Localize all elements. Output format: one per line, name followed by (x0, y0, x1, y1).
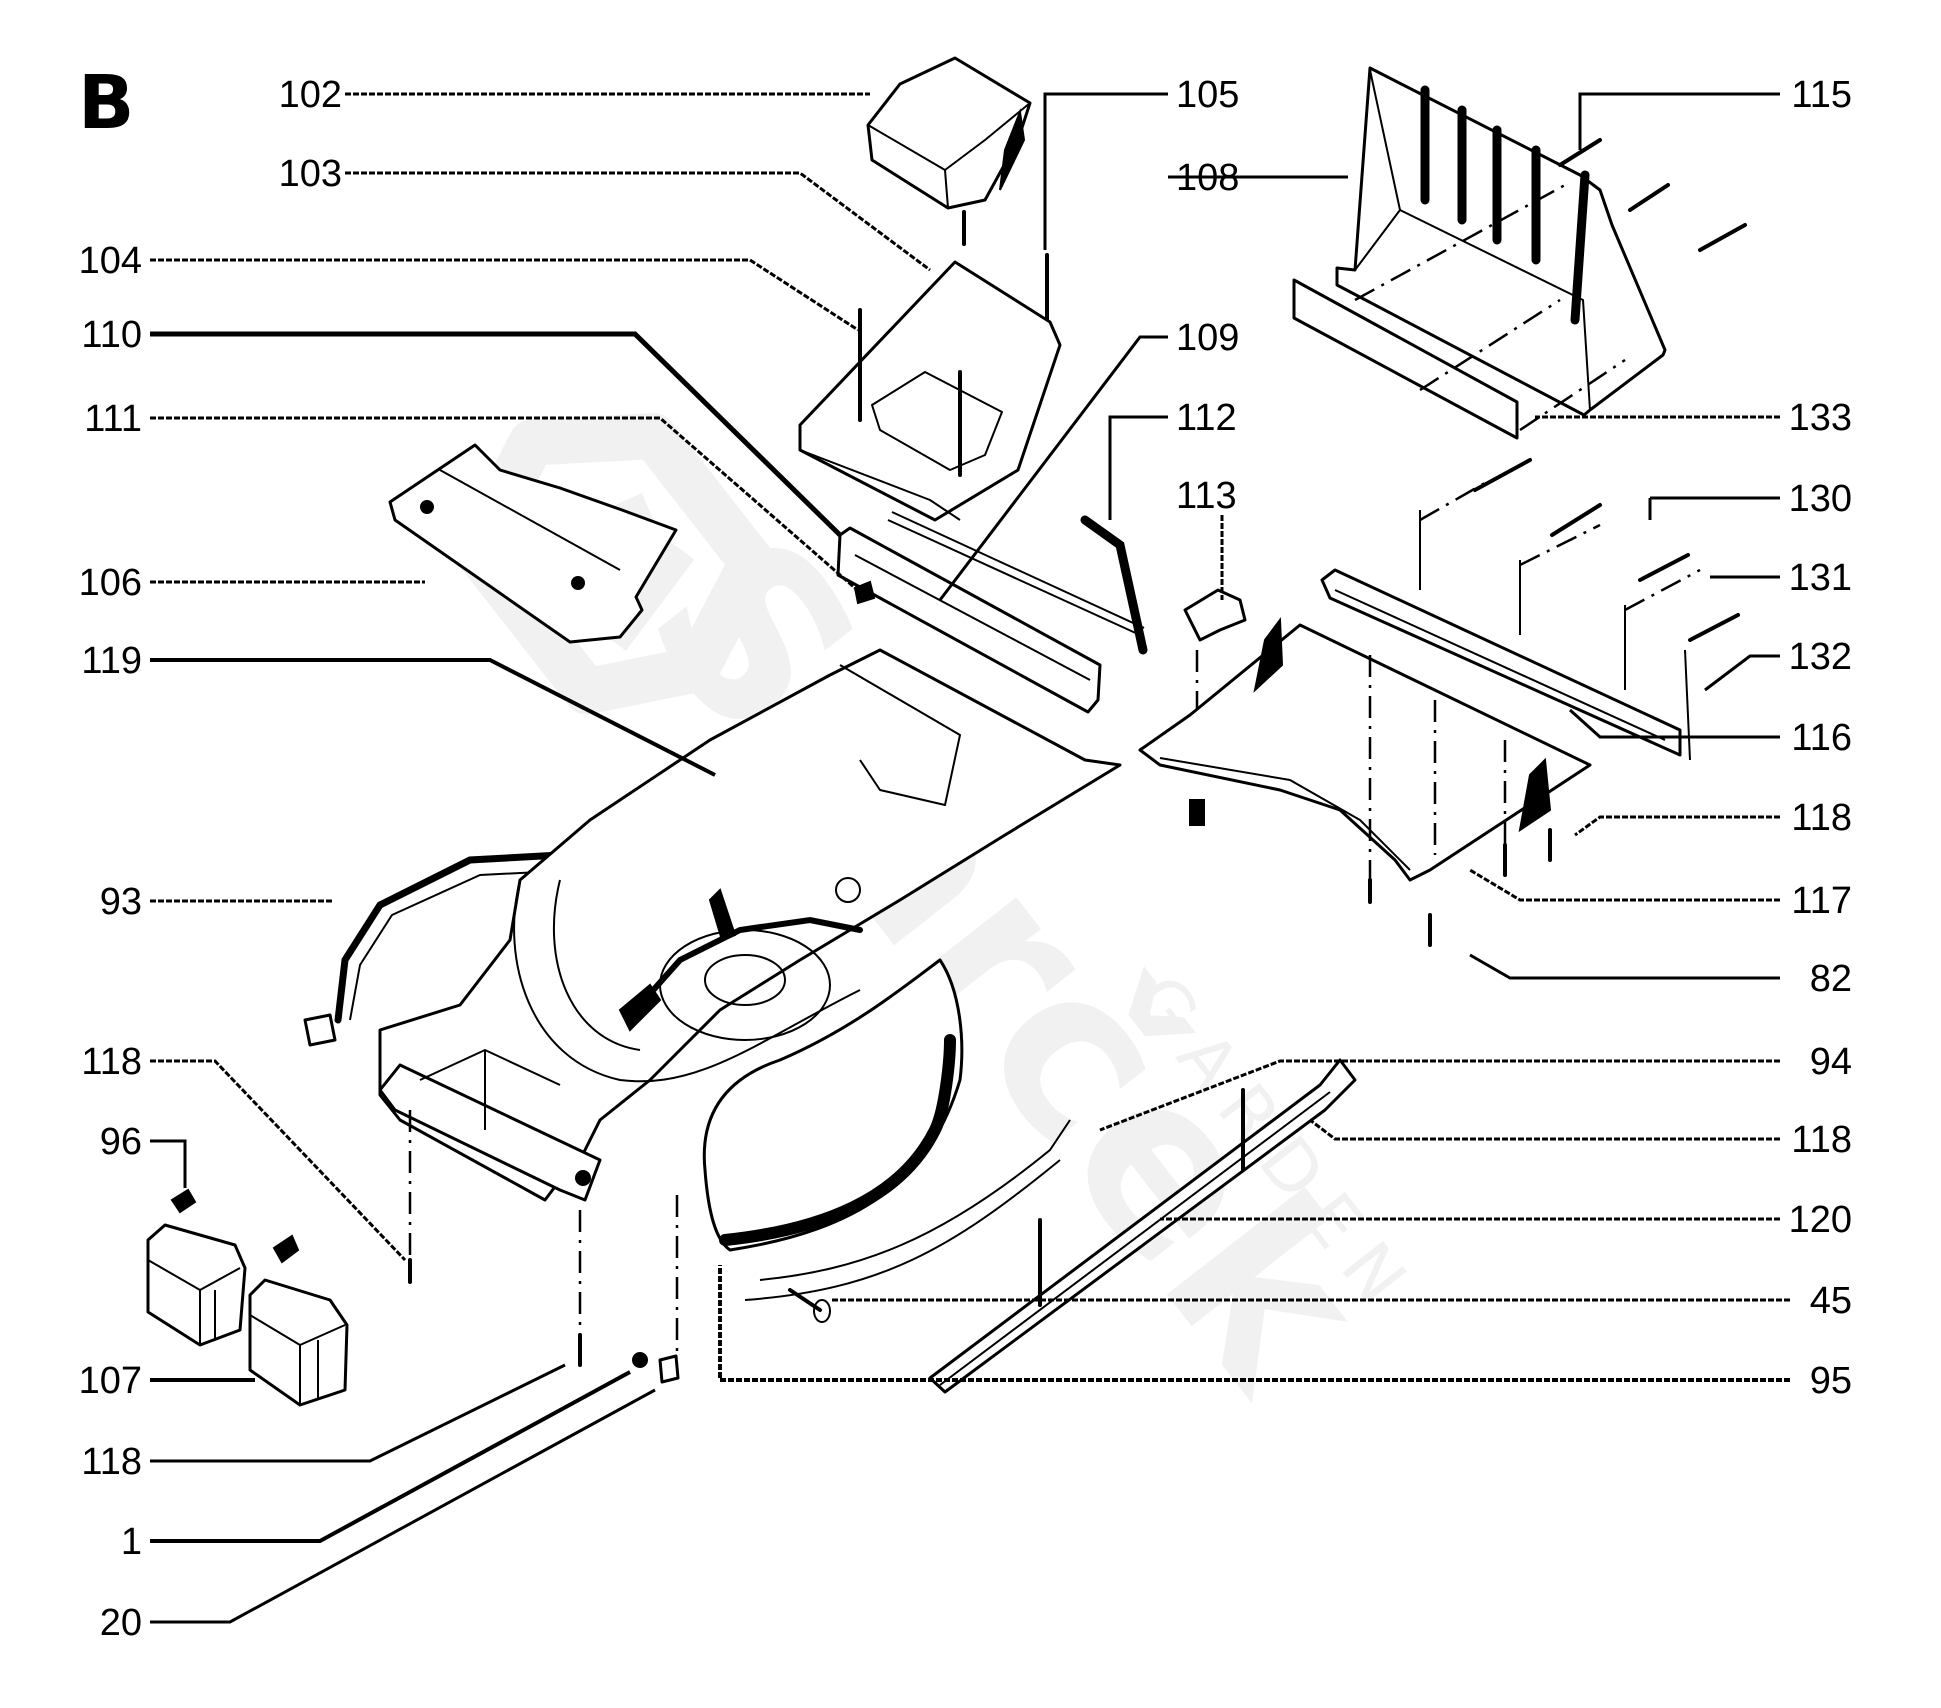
part-108-catcher[interactable] (1292, 66, 1747, 440)
callout-label: 107 (79, 1360, 142, 1402)
callout-label: 1 (121, 1521, 142, 1563)
callouts-left: 102 103 104 110 111 106 119 93 118 96 10… (79, 74, 342, 1644)
callouts-right: 115 133 130 131 132 116 118 117 82 94 11… (1789, 74, 1852, 1402)
callout-label: 45 (1810, 1280, 1852, 1322)
callout-label: 105 (1176, 74, 1239, 116)
callout-label: 110 (81, 314, 142, 356)
callout-label: 117 (1791, 880, 1852, 922)
callout-label: 116 (1791, 717, 1852, 759)
callout-label: 132 (1789, 636, 1852, 678)
callout-label: 93 (100, 881, 142, 923)
callout-label: 119 (81, 640, 142, 682)
leader-lines (150, 92, 1790, 1624)
part-120-blade[interactable] (928, 1058, 1357, 1394)
callout-label: 20 (100, 1602, 142, 1644)
screw-icon (1558, 138, 1747, 252)
callout-label: 112 (1176, 397, 1237, 439)
screw-icon (1473, 458, 1740, 642)
part-1-washer[interactable] (632, 1352, 648, 1368)
callout-label: 108 (1176, 157, 1239, 199)
part-107-wheel-caps[interactable] (146, 1223, 349, 1407)
part-116-rear-guard[interactable] (1320, 458, 1740, 761)
part-drawings (146, 56, 1747, 1407)
part-119-deck[interactable] (378, 648, 1122, 1202)
part-117-flap[interactable] (1138, 617, 1592, 947)
callout-label: 113 (1176, 475, 1237, 517)
callout-label: 118 (81, 1441, 142, 1483)
callouts-center: 105 108 109 112 113 (1176, 74, 1239, 517)
callout-label: 120 (1789, 1199, 1852, 1241)
callout-label: 118 (1791, 1119, 1852, 1161)
screw-icon (1368, 828, 1552, 947)
callout-label: 95 (1810, 1360, 1852, 1402)
part-103-plate[interactable] (798, 260, 1062, 522)
callout-label: 102 (279, 74, 342, 116)
callout-label: 82 (1810, 958, 1852, 1000)
callout-label: 115 (1791, 74, 1852, 116)
section-letter: B (78, 60, 134, 146)
part-109-strip[interactable] (887, 511, 1145, 636)
part-113-bracket[interactable] (1183, 588, 1247, 826)
part-111-clip[interactable] (853, 580, 876, 605)
callout-label: 118 (1791, 797, 1852, 839)
callout-label: 118 (81, 1041, 142, 1083)
callout-label: 109 (1176, 317, 1239, 359)
callout-label: 111 (84, 398, 142, 440)
part-20-nut[interactable] (658, 1354, 680, 1384)
part-106-plate[interactable] (388, 443, 678, 644)
callout-label: 133 (1789, 397, 1852, 439)
part-112-spring[interactable] (1080, 515, 1148, 655)
part-96-clip[interactable] (170, 1188, 300, 1264)
callout-label: 130 (1789, 478, 1852, 520)
callout-label: 96 (100, 1121, 142, 1163)
callout-label: 103 (279, 153, 342, 195)
callout-label: 104 (79, 240, 142, 282)
callout-label: 131 (1789, 557, 1852, 599)
part-102-cover[interactable] (866, 56, 1032, 210)
callout-label: 106 (79, 562, 142, 604)
callout-label: 94 (1810, 1041, 1852, 1083)
